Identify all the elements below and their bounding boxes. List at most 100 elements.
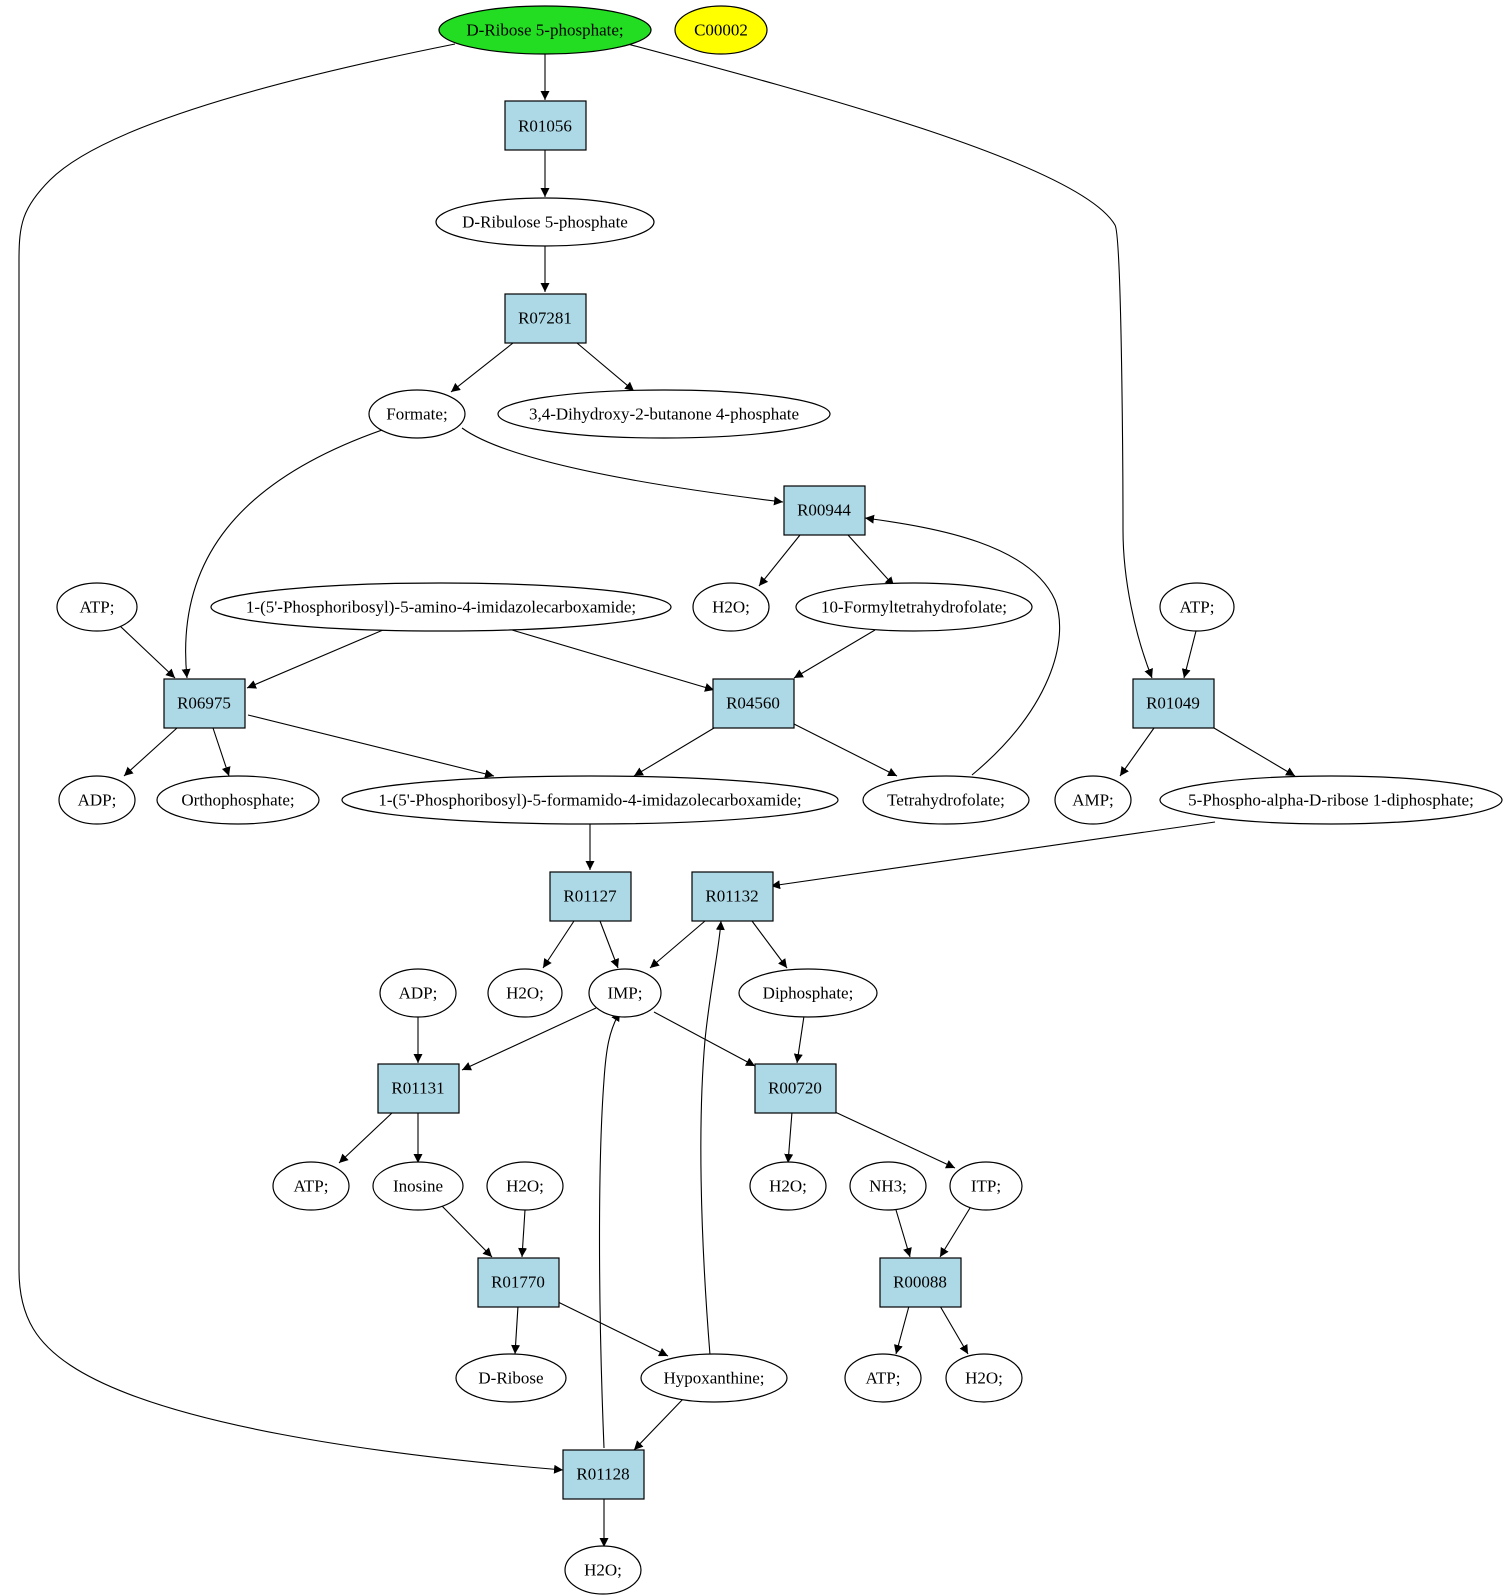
compound-atp-a[interactable] [56, 582, 138, 632]
reaction-r01127-label: R01127 [563, 887, 617, 906]
edge-imp-to-r01131 [461, 1007, 597, 1071]
edge-r06975-to-adp [123, 727, 178, 777]
compound-imp-label: IMP; [608, 984, 643, 1003]
compound-h2o-c-label: H2O; [506, 1177, 544, 1196]
compound-amp[interactable] [1054, 775, 1132, 825]
reaction-r00088-label: R00088 [893, 1273, 947, 1292]
reaction-r01056-label: R01056 [518, 117, 572, 136]
reaction-r07281[interactable] [504, 293, 587, 344]
compound-ribulose[interactable] [435, 197, 655, 247]
compound-thf[interactable] [862, 775, 1030, 825]
compound-dihydroxy[interactable] [497, 389, 831, 439]
compound-inosine[interactable] [372, 1161, 464, 1211]
compound-atp-b[interactable] [1159, 582, 1235, 632]
compound-formate[interactable] [368, 389, 466, 439]
compound-adp-a[interactable] [58, 775, 136, 825]
edge-r04560-to-faicar [633, 727, 715, 777]
compound-dribose[interactable] [455, 1353, 567, 1403]
compound-adp-b[interactable] [379, 968, 457, 1018]
edge-r01770-to-hypoxanthine [557, 1301, 669, 1357]
compound-diphosphate[interactable] [738, 968, 878, 1018]
compound-diphosphate-label: Diphosphate; [763, 984, 854, 1003]
compound-atp-c[interactable] [272, 1161, 350, 1211]
reaction-r01770[interactable] [477, 1257, 560, 1308]
compound-aicar[interactable] [210, 582, 672, 632]
edge-r01132-to-diphosphate [751, 920, 788, 969]
compound-h2o-b-label: H2O; [506, 984, 544, 1003]
edge-r01770-to-dribose [511, 1305, 521, 1355]
compound-atp-a-label: ATP; [80, 598, 115, 617]
edge-aicar-to-r04560 [511, 629, 715, 692]
highlight-compound-node[interactable] [674, 5, 768, 55]
edge-r00088-to-atp [894, 1305, 910, 1355]
compound-formylthf-label: 10-Formyltetrahydrofolate; [821, 598, 1007, 617]
edge-r00088-to-h2o [939, 1305, 969, 1355]
reaction-r00088[interactable] [879, 1257, 962, 1308]
reaction-r07281-label: R07281 [518, 309, 572, 328]
reaction-r01132[interactable] [691, 871, 774, 922]
reaction-r01131[interactable] [377, 1063, 460, 1114]
compound-atp-d-label: ATP; [866, 1369, 901, 1388]
compound-aicar-label: 1-(5'-Phosphoribosyl)-5-amino-4-imidazol… [246, 598, 636, 617]
edge-r01132-to-imp [649, 920, 706, 969]
edge-r06975-to-orthophosphate [212, 727, 231, 777]
edge-formylthf-to-r04560 [793, 629, 876, 679]
edge-r01127-to-imp [599, 920, 619, 969]
edge-formate-to-r06975 [181, 429, 383, 679]
reaction-r01128-label: R01128 [576, 1465, 629, 1484]
compound-h2o-e[interactable] [945, 1353, 1023, 1403]
reaction-r06975[interactable] [163, 678, 246, 729]
start-compound-label: D-Ribose 5-phosphate; [466, 21, 623, 40]
compound-h2o-e-label: H2O; [965, 1369, 1003, 1388]
compound-h2o-c[interactable] [486, 1161, 564, 1211]
compound-prpp[interactable] [1159, 775, 1503, 825]
edge-r00944-to-formylthf [847, 534, 895, 587]
start-compound-node[interactable] [438, 5, 652, 55]
compound-h2o-d[interactable] [749, 1161, 827, 1211]
compound-h2o-a-label: H2O; [712, 598, 750, 617]
reaction-r00944-label: R00944 [797, 501, 851, 520]
reaction-r01128[interactable] [562, 1449, 645, 1500]
edge-r01049-to-prpp [1213, 727, 1296, 777]
nodes: D-Ribose 5-phosphate; C00002 R01056 D-Ri… [56, 5, 1503, 1595]
reaction-r06975-label: R06975 [177, 694, 231, 713]
edge-diphosphate-to-r00720 [793, 1015, 805, 1064]
edge-r01131-to-atp [338, 1111, 394, 1164]
compound-h2o-d-label: H2O; [769, 1177, 807, 1196]
compound-hypoxanthine[interactable] [640, 1353, 788, 1403]
compound-orthophosphate-label: Orthophosphate; [181, 791, 294, 810]
edge-hypoxanthine-to-r01128 [633, 1397, 685, 1451]
compound-h2o-b[interactable] [487, 968, 563, 1018]
compound-formylthf[interactable] [795, 582, 1033, 632]
reaction-r00944[interactable] [783, 485, 866, 536]
reaction-r04560-label: R04560 [726, 694, 780, 713]
compound-h2o-a[interactable] [692, 582, 770, 632]
compound-itp[interactable] [949, 1161, 1023, 1211]
edge-r06975-to-faicar [247, 714, 495, 779]
reaction-r01127[interactable] [549, 871, 632, 922]
reaction-r00720[interactable] [754, 1063, 837, 1114]
reaction-r01132-label: R01132 [705, 887, 758, 906]
compound-atp-c-label: ATP; [294, 1177, 329, 1196]
compound-prpp-label: 5-Phospho-alpha-D-ribose 1-diphosphate; [1188, 791, 1474, 810]
reaction-r01049[interactable] [1132, 678, 1215, 729]
reaction-r01056[interactable] [504, 100, 587, 151]
reaction-r01049-label: R01049 [1146, 694, 1200, 713]
compound-h2o-f[interactable] [564, 1545, 642, 1595]
compound-imp[interactable] [588, 968, 662, 1018]
reaction-r01770-label: R01770 [491, 1273, 545, 1292]
compound-atp-d[interactable] [844, 1353, 922, 1403]
compound-faicar[interactable] [341, 775, 839, 825]
compound-orthophosphate[interactable] [156, 775, 320, 825]
edge-r00944-to-h2o [758, 534, 801, 587]
compound-hypoxanthine-label: Hypoxanthine; [663, 1369, 764, 1388]
compound-nh3[interactable] [849, 1161, 927, 1211]
edge-hypoxanthine-to-r01132 [700, 920, 725, 1356]
edge-h2o-to-r01770 [518, 1209, 528, 1258]
compound-formate-label: Formate; [386, 405, 447, 424]
reaction-r01131-label: R01131 [391, 1079, 444, 1098]
reaction-r04560[interactable] [712, 678, 795, 729]
edge-itp-to-r00088 [939, 1207, 971, 1258]
compound-adp-b-label: ADP; [399, 984, 438, 1003]
